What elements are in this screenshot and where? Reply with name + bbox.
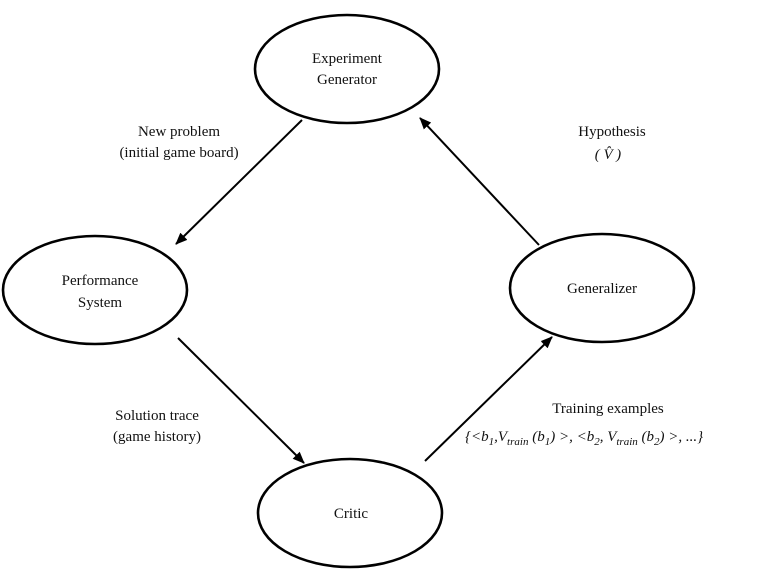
- node-generalizer-label: Generalizer: [567, 281, 637, 297]
- node-generalizer: Generalizer: [508, 232, 696, 344]
- arrow-critic-to-generalizer: [424, 336, 553, 462]
- solution-trace-line1: Solution trace: [115, 408, 199, 424]
- arrow-experiment-to-performance: [175, 119, 303, 245]
- edge-label-solution-trace: Solution trace (game history): [113, 408, 201, 445]
- node-experiment-generator: Experiment Generator: [253, 13, 441, 125]
- hypothesis-line2: ( V̂ ): [595, 147, 621, 163]
- arrow-performance-to-critic: [177, 337, 305, 464]
- hypothesis-line1: Hypothesis: [578, 124, 646, 140]
- training-examples-line1: Training examples: [552, 401, 664, 417]
- node-critic-label: Critic: [334, 506, 369, 522]
- node-critic: Critic: [256, 457, 444, 569]
- node-performance-system-line2: System: [78, 295, 123, 311]
- edge-label-new-problem: New problem (initial game board): [119, 124, 238, 161]
- solution-trace-line2: (game history): [113, 429, 201, 445]
- new-problem-line2: (initial game board): [119, 145, 238, 161]
- node-experiment-generator-line1: Experiment: [312, 51, 383, 67]
- new-problem-line1: New problem: [138, 124, 220, 140]
- arrow-generalizer-to-experiment: [419, 117, 540, 246]
- training-examples-formula: {<b1,Vtrain (b1) >, <b2, Vtrain (b2) >, …: [465, 429, 703, 448]
- edge-label-training-examples: Training examples {<b1,Vtrain (b1) >, <b…: [465, 401, 703, 448]
- node-experiment-generator-line2: Generator: [317, 72, 377, 88]
- edge-label-hypothesis: Hypothesis ( V̂ ): [578, 124, 646, 163]
- node-performance-system-line1: Performance: [62, 273, 139, 289]
- node-performance-system: Performance System: [1, 234, 189, 346]
